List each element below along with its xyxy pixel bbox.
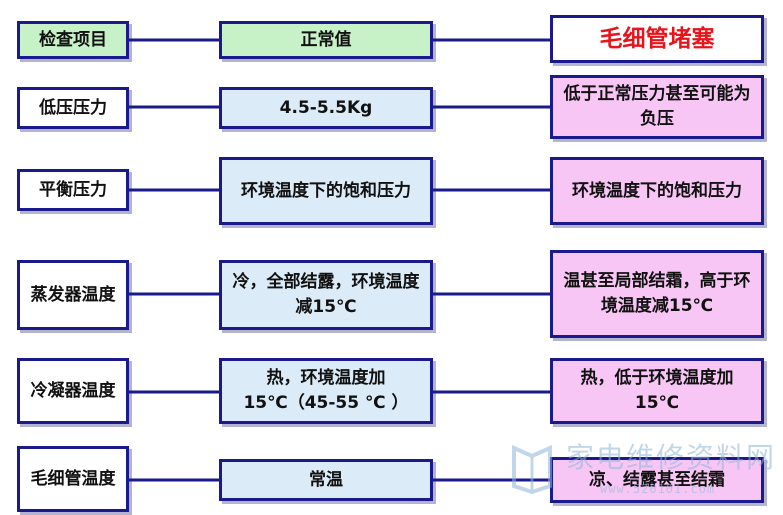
row-normal-box: 4.5-5.5Kg — [219, 87, 433, 129]
row-item-box: 毛细管温度 — [17, 446, 129, 512]
header-fault-box: 毛细管堵塞 — [550, 15, 764, 63]
header-normal-box: 正常值 — [219, 21, 433, 59]
row-normal-value: 冷，全部结露，环境温度减15℃ — [232, 272, 420, 317]
row-fault-box: 热，低于环境温度加15℃ — [550, 358, 764, 424]
row-item-label: 蒸发器温度 — [30, 284, 116, 305]
row-item-label: 冷凝器温度 — [30, 380, 116, 401]
row-fault-value: 凉、结露甚至结霜 — [589, 469, 725, 490]
header-normal-label: 正常值 — [300, 29, 352, 50]
row-fault-value: 热，低于环境温度加15℃ — [580, 368, 734, 413]
header-item-label: 检查项目 — [39, 29, 107, 50]
row-normal-value: 热，环境温度加15℃（45-55 ℃ ） — [243, 368, 409, 413]
row-fault-box: 低于正常压力甚至可能为负压 — [550, 75, 764, 139]
row-fault-box: 温甚至局部结霜，高于环境温度减15℃ — [550, 250, 764, 338]
row-normal-box: 常温 — [219, 459, 433, 501]
header-fault-label: 毛细管堵塞 — [599, 25, 715, 52]
row-normal-value: 环境温度下的饱和压力 — [241, 180, 411, 201]
row-fault-value: 环境温度下的饱和压力 — [572, 180, 742, 201]
row-item-box: 平衡压力 — [17, 169, 129, 211]
row-item-label: 低压压力 — [39, 97, 107, 118]
row-item-box: 低压压力 — [17, 87, 129, 129]
row-item-box: 冷凝器温度 — [17, 358, 129, 424]
header-item-box: 检查项目 — [17, 21, 129, 59]
row-fault-value: 低于正常压力甚至可能为负压 — [563, 84, 751, 129]
row-normal-value: 4.5-5.5Kg — [279, 97, 373, 118]
row-normal-box: 热，环境温度加15℃（45-55 ℃ ） — [219, 358, 433, 424]
row-fault-value: 温甚至局部结霜，高于环境温度减15℃ — [563, 271, 751, 316]
row-normal-box: 冷，全部结露，环境温度减15℃ — [219, 260, 433, 330]
row-item-box: 蒸发器温度 — [17, 260, 129, 330]
row-fault-box: 凉、结露甚至结霜 — [550, 457, 764, 503]
row-fault-box: 环境温度下的饱和压力 — [550, 157, 764, 225]
row-normal-box: 环境温度下的饱和压力 — [219, 157, 433, 225]
row-normal-value: 常温 — [309, 469, 343, 490]
row-item-label: 毛细管温度 — [30, 468, 116, 489]
row-item-label: 平衡压力 — [39, 179, 107, 200]
